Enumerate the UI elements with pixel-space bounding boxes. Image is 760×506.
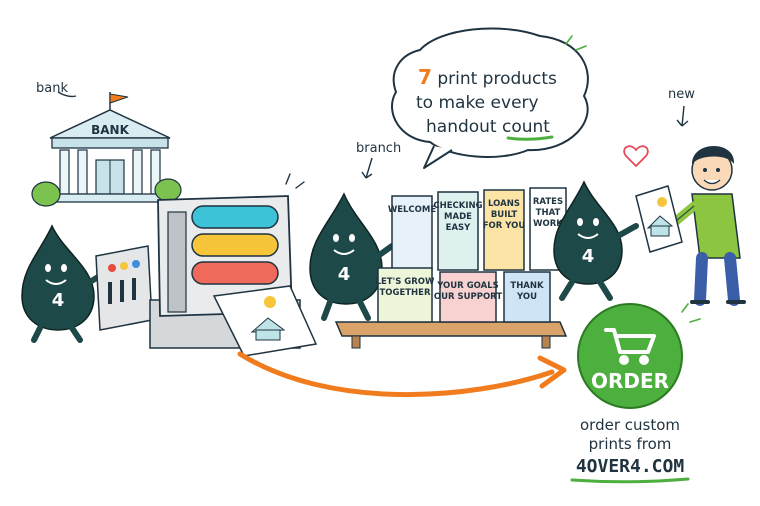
bank-building-illustration: bank BANK [31, 81, 182, 207]
card-text: LET'S GROW [376, 277, 435, 287]
card-text: BUILT [491, 210, 518, 220]
bubble-line3a: handout [426, 117, 502, 137]
svg-text:handout count: handout count [426, 117, 550, 137]
roller-red [191, 261, 279, 285]
caption-line1: order custom [580, 416, 680, 434]
customer-illustration: new [623, 87, 746, 306]
bank-label: bank [36, 81, 68, 96]
card-text: YOUR GOALS [436, 281, 499, 291]
branch-label: branch [356, 141, 401, 156]
site-link[interactable]: 4OVER4.COM [576, 456, 685, 477]
bubble-line1: print products [432, 69, 557, 89]
caption-line2: prints from [589, 435, 672, 453]
flag-icon [109, 93, 129, 104]
card-text: YOU [516, 292, 537, 302]
mascot-number: 4 [52, 290, 65, 311]
roller-cyan [191, 205, 279, 229]
card-text: TOGETHER [379, 288, 431, 298]
card-text: WELCOME [388, 205, 437, 215]
site-underline [570, 477, 690, 484]
card-text: OUR SUPPORT [434, 292, 503, 302]
bubble-number: 7 [418, 65, 432, 89]
card-text: EASY [446, 223, 472, 233]
mascot-left: 4 [21, 224, 109, 343]
mascot-number: 4 [582, 246, 595, 267]
card-text: CHECKING [433, 201, 482, 211]
count-underline [506, 135, 554, 141]
order-caption: order custom prints from 4OVER4.COM [570, 416, 690, 484]
display-table [334, 321, 568, 349]
order-button[interactable]: ORDER [577, 303, 701, 409]
printing-press-illustration [95, 173, 318, 357]
bubble-line3b: count [502, 117, 550, 137]
cart-icon [604, 328, 656, 365]
bank-sign: BANK [91, 123, 129, 137]
card-text: FOR YOU [483, 221, 526, 231]
flow-arrow [237, 351, 567, 398]
card-text: LOANS [488, 199, 520, 209]
heart-icon [623, 145, 649, 168]
card-text: THANK [510, 281, 544, 291]
new-label: new [668, 87, 695, 102]
card-text: RATES [533, 197, 563, 207]
svg-text:7 print products: 7 print products [418, 65, 557, 89]
mascot-number: 4 [338, 264, 351, 285]
card-text: WORK [533, 219, 563, 229]
order-button-label: ORDER [591, 369, 669, 393]
roller-yellow [191, 233, 279, 257]
card-text: THAT [536, 208, 561, 218]
mascot-right: 4 [553, 180, 639, 301]
card-top-1: WELCOME [388, 195, 437, 271]
card-text: MADE [444, 212, 472, 222]
bubble-line2: to make every [416, 93, 539, 113]
speech-bubble: 7 print products to make every handout c… [391, 27, 589, 169]
mascot-branch: branch 4 [309, 141, 401, 321]
